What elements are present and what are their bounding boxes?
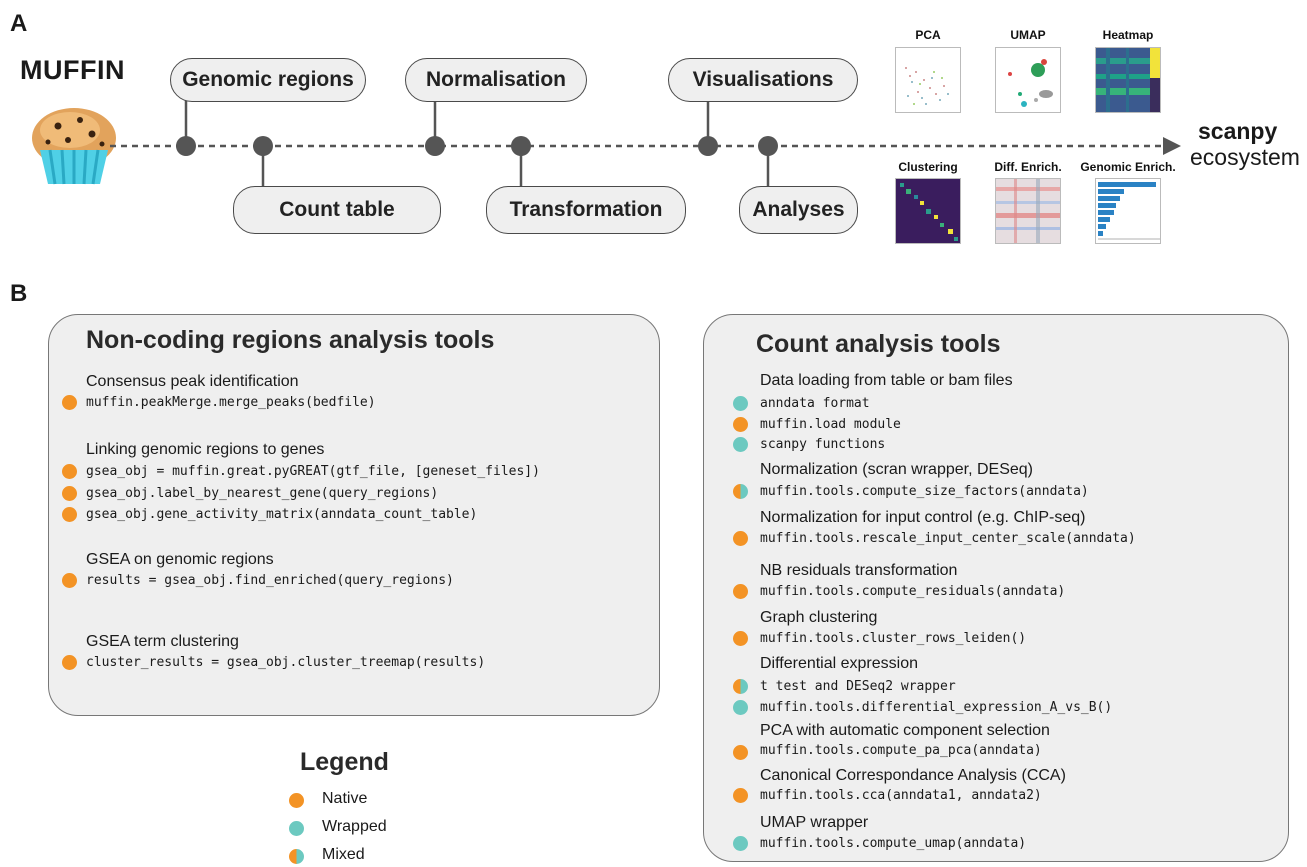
code-line: muffin.tools.rescale_input_center_scale(… <box>760 531 1136 546</box>
section-description: Normalization for input control (e.g. Ch… <box>760 509 1086 526</box>
thumb-title-pca: PCA <box>915 28 941 42</box>
panel-a-letter: A <box>10 10 28 37</box>
code-line: muffin.tools.compute_umap(anndata) <box>760 836 1027 851</box>
pipeline-node <box>698 136 718 156</box>
legend-title: Legend <box>300 748 389 776</box>
mixed-dot-icon <box>733 484 748 499</box>
section-description: Canonical Correspondance Analysis (CCA) <box>760 767 1066 784</box>
section-description: NB residuals transformation <box>760 562 958 579</box>
code-line: gsea_obj = muffin.great.pyGREAT(gtf_file… <box>86 464 540 479</box>
count-tools-title: Count analysis tools <box>756 330 1001 358</box>
pipeline-node <box>511 136 531 156</box>
wrapped-dot-icon <box>733 396 748 411</box>
legend-label-wrapped: Wrapped <box>322 818 387 835</box>
native-dot-icon <box>733 584 748 599</box>
code-line: anndata format <box>760 396 870 411</box>
code-line: muffin.peakMerge.merge_peaks(bedfile) <box>86 395 376 410</box>
step-count-table: Count table <box>233 186 441 234</box>
wrapped-legend-icon <box>289 821 304 836</box>
thumb-title-genomic-enrich: Genomic Enrich. <box>1080 160 1176 174</box>
native-dot-icon <box>62 507 77 522</box>
section-description: GSEA on genomic regions <box>86 551 274 568</box>
section-description: UMAP wrapper <box>760 814 869 831</box>
mixed-dot-icon <box>733 679 748 694</box>
pipeline-diagram <box>110 95 1181 186</box>
code-line: muffin.tools.cca(anndata1, anndata2) <box>760 788 1042 803</box>
muffin-brand-title: MUFFIN <box>20 55 125 85</box>
code-line: muffin.tools.compute_pa_pca(anndata) <box>760 743 1042 758</box>
thumb-title-umap: UMAP <box>1010 28 1046 42</box>
code-line: scanpy functions <box>760 437 886 452</box>
umap-thumbnail <box>995 47 1061 113</box>
noncoding-tools-box <box>48 314 660 716</box>
code-line: muffin.tools.differential_expression_A_v… <box>760 700 1113 715</box>
section-description: GSEA term clustering <box>86 633 239 650</box>
code-line: muffin.tools.compute_residuals(anndata) <box>760 584 1066 599</box>
code-line: gsea_obj.label_by_nearest_gene(query_reg… <box>86 486 439 501</box>
code-line: muffin.tools.compute_size_factors(anndat… <box>760 484 1089 499</box>
count-tools-box <box>703 314 1289 862</box>
wrapped-dot-icon <box>733 700 748 715</box>
native-dot-icon <box>62 655 77 670</box>
native-dot-icon <box>733 788 748 803</box>
pipeline-node <box>758 136 778 156</box>
mixed-legend-icon <box>289 849 304 864</box>
wrapped-dot-icon <box>733 437 748 452</box>
code-line: muffin.load module <box>760 417 901 432</box>
section-description: Differential expression <box>760 655 919 672</box>
code-line: gsea_obj.gene_activity_matrix(anndata_co… <box>86 507 478 522</box>
step-transformation: Transformation <box>486 186 686 234</box>
code-line: muffin.tools.cluster_rows_leiden() <box>760 631 1027 646</box>
native-dot-icon <box>62 573 77 588</box>
thumb-title-clustering: Clustering <box>898 160 958 174</box>
code-line: results = gsea_obj.find_enriched(query_r… <box>86 573 454 588</box>
step-visualisations: Visualisations <box>668 58 858 102</box>
section-description: Data loading from table or bam files <box>760 372 1013 389</box>
step-genomic-regions: Genomic regions <box>170 58 366 102</box>
native-dot-icon <box>62 486 77 501</box>
step-normalisation: Normalisation <box>405 58 587 102</box>
step-analyses: Analyses <box>739 186 858 234</box>
pca-thumbnail <box>895 47 961 113</box>
scanpy-label: scanpy <box>1198 118 1278 144</box>
native-dot-icon <box>733 531 748 546</box>
panel-b-letter: B <box>10 280 28 307</box>
thumb-title-diff-enrich: Diff. Enrich. <box>994 160 1062 174</box>
section-description: Linking genomic regions to genes <box>86 441 325 458</box>
native-dot-icon <box>62 395 77 410</box>
muffin-icon <box>32 108 116 185</box>
code-line: cluster_results = gsea_obj.cluster_treem… <box>86 655 486 670</box>
heatmap-thumbnail <box>1095 47 1161 113</box>
native-dot-icon <box>733 417 748 432</box>
section-description: Graph clustering <box>760 609 878 626</box>
legend-label-native: Native <box>322 790 368 807</box>
legend-label-mixed: Mixed <box>322 846 365 863</box>
native-dot-icon <box>62 464 77 479</box>
pipeline-node <box>425 136 445 156</box>
code-line: t test and DESeq2 wrapper <box>760 679 956 694</box>
native-legend-icon <box>289 793 304 808</box>
clustering-thumbnail <box>895 178 961 244</box>
pipeline-node <box>176 136 196 156</box>
native-dot-icon <box>733 631 748 646</box>
pipeline-node <box>253 136 273 156</box>
thumb-title-heatmap: Heatmap <box>1102 28 1154 42</box>
native-dot-icon <box>733 745 748 760</box>
section-description: Consensus peak identification <box>86 373 299 390</box>
diff-enrich-thumbnail <box>995 178 1061 244</box>
section-description: Normalization (scran wrapper, DESeq) <box>760 461 1033 478</box>
genomic-enrich-thumbnail <box>1095 178 1161 244</box>
section-description: PCA with automatic component selection <box>760 722 1050 739</box>
wrapped-dot-icon <box>733 836 748 851</box>
noncoding-tools-title: Non-coding regions analysis tools <box>86 326 495 354</box>
ecosystem-label: ecosystem <box>1190 144 1300 170</box>
